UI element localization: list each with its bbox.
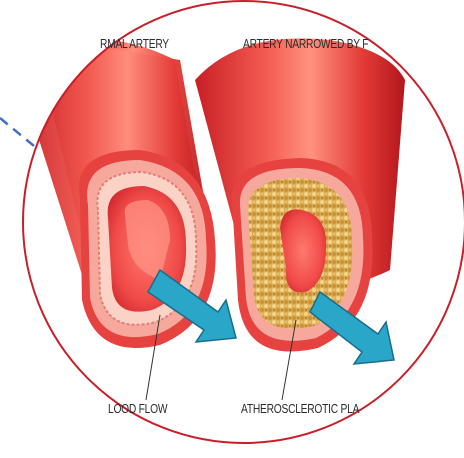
blood-flow-label: LOOD FLOW — [108, 402, 167, 416]
normal-artery-label: RMAL ARTERY — [100, 37, 169, 51]
atherosclerotic-plaque-label: ATHEROSCLEROTIC PLA — [241, 402, 359, 416]
dashed-connector-line — [0, 118, 34, 146]
narrowed-artery-label: ARTERY NARROWED BY F — [243, 37, 368, 51]
